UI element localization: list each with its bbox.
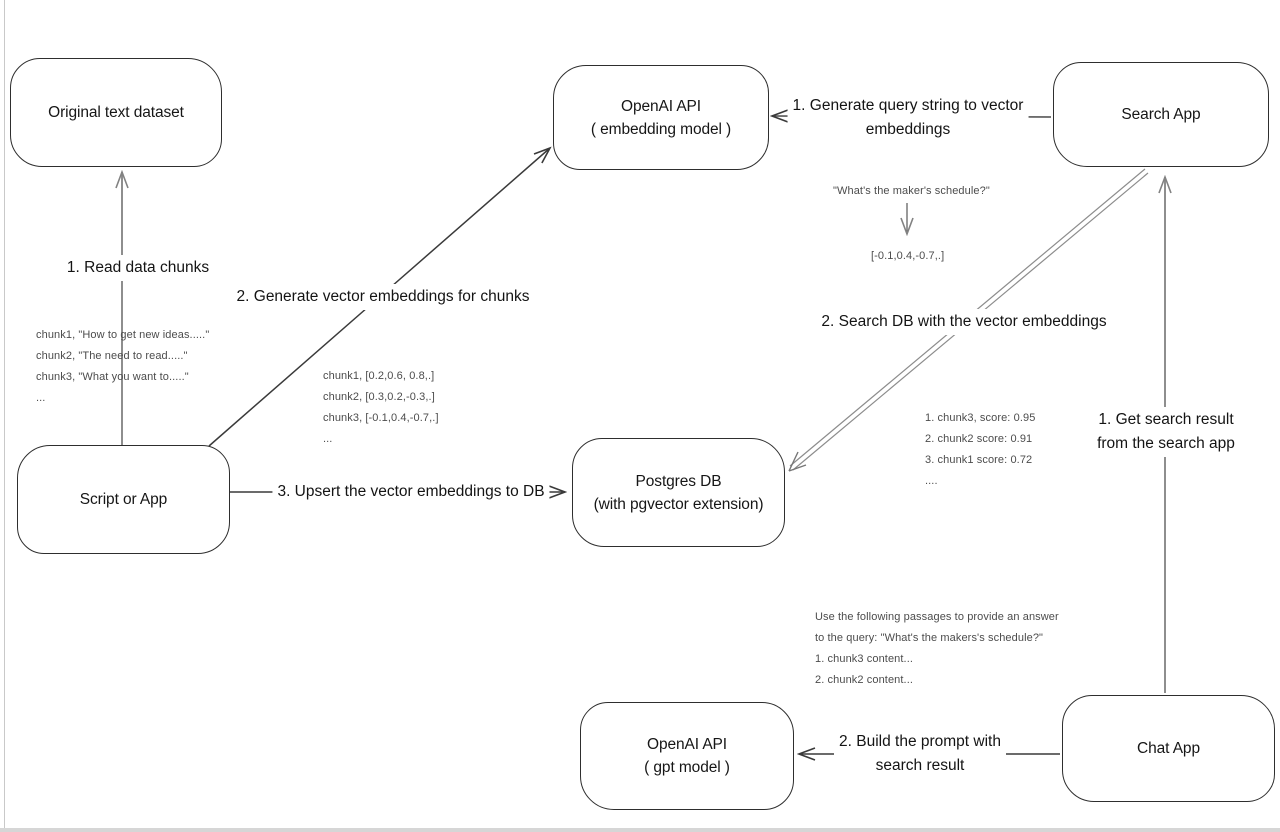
annotation-search-scores: 1. chunk3, score: 0.95 2. chunk2 score: … <box>925 408 1035 492</box>
annotation-chunk-texts: chunk1, "How to get new ideas....." chun… <box>36 325 209 409</box>
edge-label-line: 1. Generate query string to vector <box>792 97 1024 114</box>
annotation-line: .... <box>925 475 938 487</box>
edge-label-line: from the search app <box>1097 435 1235 452</box>
edge-label-line: 1. Get search result <box>1098 411 1234 428</box>
node-label: Original text dataset <box>48 104 184 121</box>
node-label: OpenAI API <box>647 736 727 753</box>
node-script-or-app: Script or App <box>17 445 230 554</box>
annotation-query-vector: [-0.1,0.4,-0.7,.] <box>871 250 945 262</box>
annotation-line: 3. chunk1 score: 0.72 <box>925 454 1033 466</box>
annotation-line: chunk2, [0.3,0.2,-0.3,.] <box>323 391 435 403</box>
node-label: Chat App <box>1137 740 1200 757</box>
annotation-line: chunk2, "The need to read....." <box>36 350 188 362</box>
edge-label-upsert-to-db: 3. Upsert the vector embeddings to DB <box>272 479 550 505</box>
node-label: Script or App <box>79 491 168 508</box>
node-sublabel: ( gpt model ) <box>644 759 730 776</box>
edge-label-line: embeddings <box>865 121 951 138</box>
annotation-line: to the query: "What's the makers's sched… <box>815 632 1044 644</box>
edge-label-query-to-vector: 1. Generate query string to vector embed… <box>787 93 1029 143</box>
edge-label-build-prompt: 2. Build the prompt with search result <box>834 729 1006 779</box>
edge-label-generate-embeddings: 2. Generate vector embeddings for chunks <box>231 284 535 310</box>
node-sublabel: ( embedding model ) <box>590 120 732 138</box>
node-sublabel: (with pgvector extension) <box>593 495 764 513</box>
node-openai-embedding: OpenAI API ( embedding model ) <box>553 65 769 170</box>
edge-label-line: 2. Build the prompt with <box>839 733 1001 750</box>
node-postgres-db: Postgres DB (with pgvector extension) <box>572 438 785 547</box>
canvas-left-border <box>4 0 5 832</box>
annotation-line: 1. chunk3, score: 0.95 <box>925 412 1036 424</box>
edge-label-read-data-chunks: 1. Read data chunks <box>61 255 215 281</box>
canvas-bottom-edge <box>0 828 1280 832</box>
node-openai-gpt: OpenAI API ( gpt model ) <box>580 702 794 810</box>
annotation-line: 2. chunk2 score: 0.91 <box>925 433 1033 445</box>
annotation-line: Use the following passages to provide an… <box>815 611 1059 623</box>
edge-label-get-search-result: 1. Get search result from the search app <box>1092 407 1240 457</box>
node-search-app: Search App <box>1053 62 1269 167</box>
edge-label-line: search result <box>875 757 965 774</box>
node-original-text-dataset: Original text dataset <box>10 58 222 167</box>
node-label: Search App <box>1121 106 1201 123</box>
annotation-prompt-text: Use the following passages to provide an… <box>815 607 1059 691</box>
annotation-line: ... <box>36 392 46 404</box>
node-label: OpenAI API <box>621 97 701 115</box>
annotation-query-string: "What's the maker's schedule?" <box>833 185 990 197</box>
annotation-line: chunk1, "How to get new ideas....." <box>36 329 210 341</box>
annotation-line: chunk3, "What you want to....." <box>36 371 189 383</box>
annotation-line: chunk1, [0.2,0.6, 0.8,.] <box>323 370 435 382</box>
annotation-line: 1. chunk3 content... <box>815 653 914 665</box>
node-chat-app: Chat App <box>1062 695 1275 802</box>
node-label: Postgres DB <box>635 472 722 490</box>
annotation-line: 2. chunk2 content... <box>815 674 914 686</box>
annotation-line: chunk3, [-0.1,0.4,-0.7,.] <box>323 412 439 424</box>
edge-label-search-db: 2. Search DB with the vector embeddings <box>816 309 1112 335</box>
annotation-line: ... <box>323 433 333 445</box>
annotation-chunk-vectors: chunk1, [0.2,0.6, 0.8,.] chunk2, [0.3,0.… <box>323 366 439 450</box>
